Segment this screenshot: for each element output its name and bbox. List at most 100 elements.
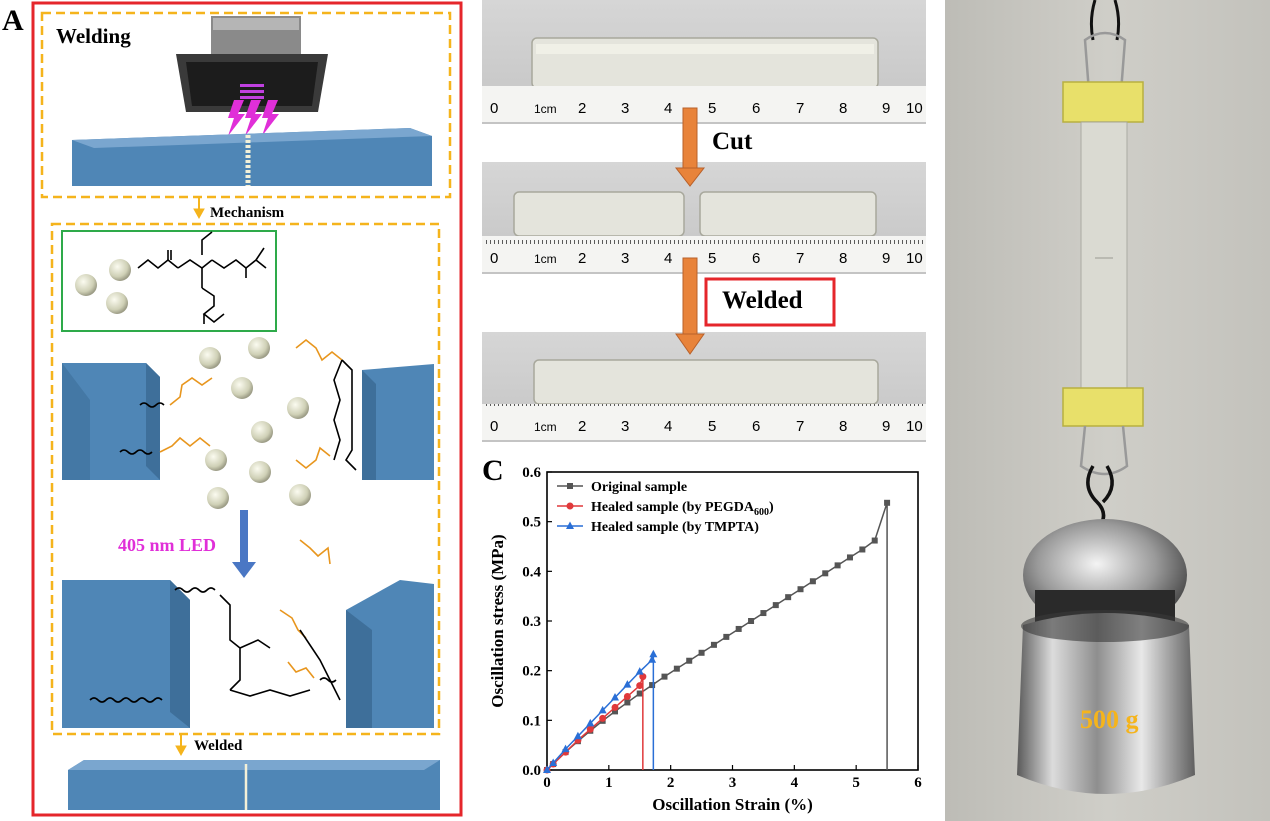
photo-original [482,0,926,124]
x-tick-label: 3 [729,775,737,791]
ruler-tick: 7 [796,100,805,117]
monomer-sphere [75,274,97,296]
data-point-0 [884,499,891,506]
arrow-welded-b [675,257,705,355]
panel-a-red-frame [31,1,463,817]
data-point-0 [809,578,816,585]
ruler-3: 0 1cm 2 3 4 5 6 7 8 9 10 [486,418,926,438]
data-point-2 [648,655,657,663]
x-tick-label: 0 [543,775,551,791]
y-tick-label: 0.0 [522,763,541,779]
ruler-1: 0 1cm 2 3 4 5 6 7 8 9 10 [486,100,926,120]
ruler-tick: 2 [578,250,587,267]
monomer-sphere [289,484,311,506]
mechanism-label: Mechanism [210,205,285,221]
arrow-mechanism [193,198,205,220]
legend-marker [567,483,573,489]
data-point-0 [859,546,866,553]
ruler-tick: 10 [906,100,923,117]
ruler-tick: 9 [882,250,891,267]
ruler-tick: 1cm [534,252,557,266]
ruler-tick: 5 [708,250,717,267]
data-point-0 [797,586,804,593]
monomer-sphere [109,259,131,281]
x-tick-label: 5 [852,775,860,791]
y-tick-label: 0.5 [522,515,541,531]
ruler-tick: 0 [490,418,499,435]
ruler-tick: 1cm [534,102,557,116]
series-line-0 [546,502,888,771]
data-point-0 [636,690,643,697]
legend-marker [566,521,574,529]
welding-dashed-box [40,11,452,199]
ruler-tick: 8 [839,418,848,435]
raft-chain-orange [159,338,343,639]
panel-label-a: A [2,4,24,37]
monomer-sphere [251,421,273,443]
led-label: 405 nm LED [118,535,217,555]
data-point-1 [623,692,631,700]
panel-d: D [945,0,1270,821]
data-point-2 [543,765,551,773]
arrow-cut [674,107,706,187]
panel-b: B [470,0,945,450]
legend-label: Healed sample (by PEGDA600) [591,500,774,518]
data-point-0 [735,625,742,632]
photo-welded [482,332,926,442]
data-point-0 [834,562,841,569]
data-point-0 [686,657,693,664]
y-tick-label: 0.1 [522,713,541,729]
led-arrow [232,510,256,578]
data-point-0 [649,682,656,689]
ruler-tick: 3 [621,100,630,117]
data-point-0 [871,537,878,544]
data-point-1 [599,714,607,722]
series-line-1 [546,676,644,771]
monomer-sphere [199,347,221,369]
data-point-2 [561,744,570,753]
data-point-0 [612,708,619,715]
welded-red-box [704,277,836,327]
data-point-0 [772,602,779,609]
crosslinked-network [89,587,341,703]
ruler-2: 0 1cm 2 3 4 5 6 7 8 9 10 [486,250,926,270]
led-lamp-icon [176,16,328,112]
panel-a: A [0,0,470,821]
data-point-2 [586,718,595,727]
monomer-sphere [287,397,309,419]
cut-bar-top [72,128,432,186]
light-bolt-icons [228,100,279,136]
photo-cut [482,162,926,274]
x-axis-label: Oscillation Strain (%) [652,795,813,814]
weight-500g [1017,519,1195,794]
ruler-tick: 3 [621,418,630,435]
block-right-1 [362,364,434,480]
data-point-0 [673,665,680,672]
plot-frame [546,471,919,771]
y-tick-label: 0.4 [522,564,541,580]
data-point-0 [822,570,829,577]
data-point-1 [636,682,644,690]
data-point-0 [748,618,755,624]
data-point-2 [611,692,620,701]
ruler-tick: 0 [490,250,499,267]
data-point-0 [846,554,853,561]
arrow-welded [175,735,187,757]
data-point-1 [639,673,647,681]
y-tick-label: 0.3 [522,614,541,630]
ruler-tick: 0 [490,100,499,117]
x-tick-label: 6 [914,775,922,791]
ruler-tick: 4 [664,250,673,267]
ruler-tick: 9 [882,100,891,117]
data-point-0 [760,610,767,617]
weight-label: 500 g [1080,705,1139,734]
monomer-sphere [231,377,253,399]
welding-label: Welding [56,24,131,48]
data-point-0 [661,673,668,680]
data-point-0 [710,641,717,648]
data-point-2 [635,667,644,675]
monomer-sphere [249,461,271,483]
data-point-1 [611,703,619,711]
tmpta-structure [137,231,267,324]
